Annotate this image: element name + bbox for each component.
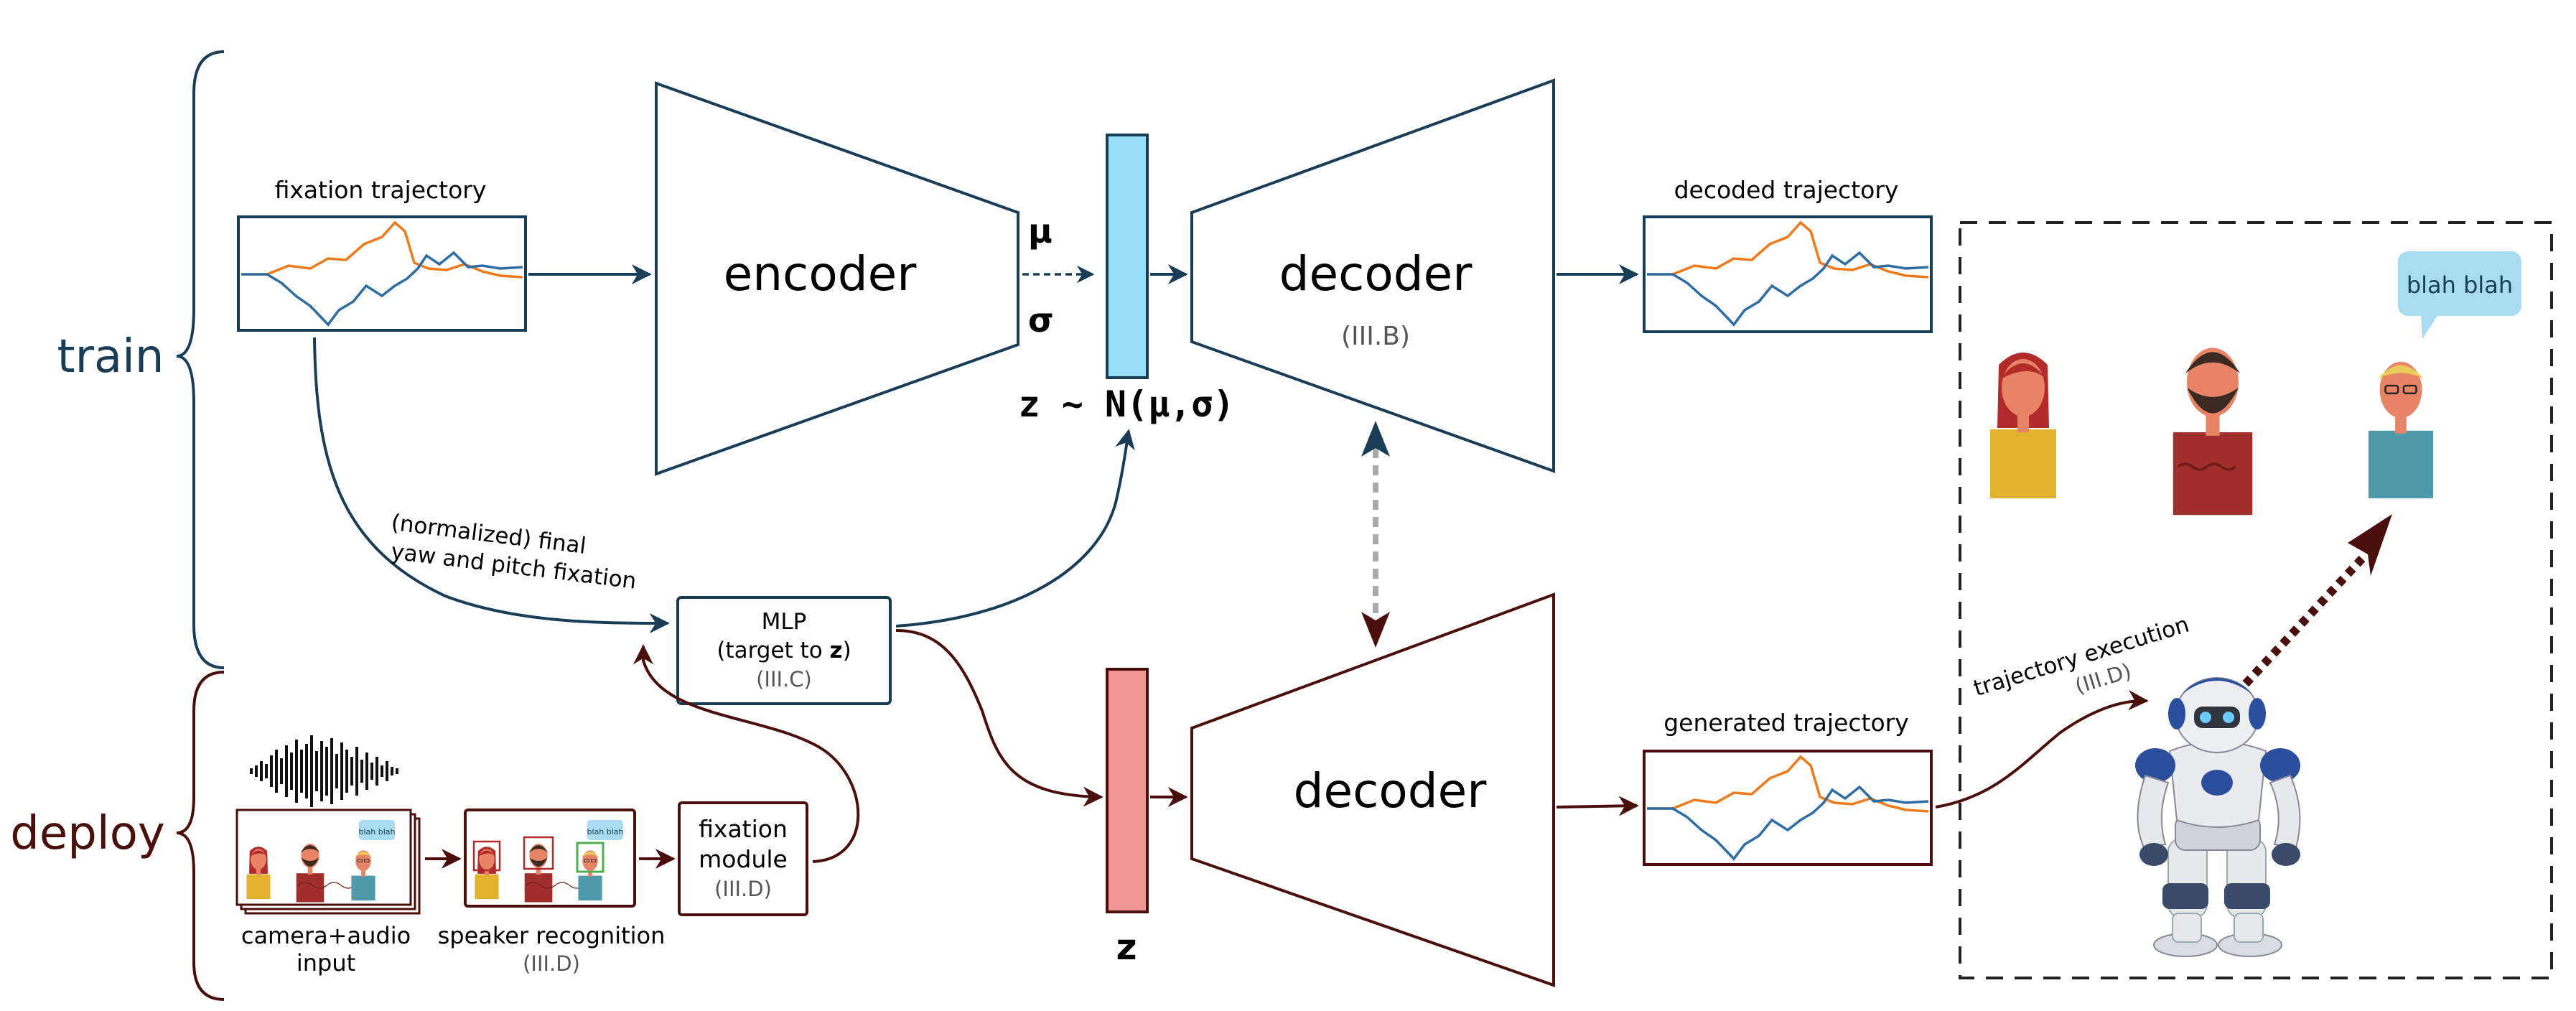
- train-brace: [176, 50, 225, 669]
- decoded-trajectory-plot: [1647, 220, 1929, 327]
- deploy-phase-label: deploy: [10, 807, 164, 860]
- glasses-man-icon: [2368, 361, 2434, 498]
- robot-gaze-arrow: [2223, 555, 2366, 707]
- woman-icon: [1990, 353, 2056, 498]
- decoder-to-generated-arrow: [1556, 796, 1639, 816]
- speaker-recognition-people: blah blah: [472, 820, 624, 903]
- robot-scene-frame: [1959, 221, 2553, 979]
- mlp-ref: (III.C): [756, 667, 812, 691]
- fixation-trajectory-label: fixation trajectory: [275, 176, 487, 204]
- encoder-label: encoder: [724, 246, 918, 302]
- active-speaker-box: [576, 842, 605, 873]
- trajectory-execution-arrow: [1935, 690, 2149, 809]
- robot-gaze-arrowhead: [2348, 514, 2392, 576]
- sigma-label: σ: [1028, 301, 1054, 340]
- decoder-label-train: decoder: [1279, 246, 1473, 302]
- mlp-subtitle: (target to z): [717, 638, 851, 663]
- mini-speech-bubble: blah blah: [587, 820, 624, 840]
- fixation-trajectory-box: [237, 215, 527, 332]
- trajectory-curve-pitch: [1647, 251, 1929, 327]
- latent-distribution-label: z ~ N(μ,σ): [1018, 383, 1234, 425]
- train-phase-label: train: [57, 330, 164, 383]
- speech-bubble-text: blah blah: [2407, 271, 2513, 299]
- robot-icon: [2135, 677, 2301, 957]
- mlp-title: MLP: [762, 609, 807, 635]
- mlp-subtitle-z: z: [830, 638, 843, 663]
- bearded-man-icon: [296, 844, 356, 903]
- fixation-to-mlp-arrow: [633, 644, 860, 863]
- camera-label-line1: camera+audio: [241, 922, 411, 949]
- speaker-recognition-label: speaker recognition: [438, 922, 666, 949]
- latent-vector-train: [1106, 134, 1149, 379]
- decoder-block-deploy: [1190, 592, 1555, 987]
- weight-sharing-arrowhead-down: [1361, 612, 1390, 648]
- mini-speech-bubble-text: blah blah: [587, 827, 624, 837]
- decoded-trajectory-box: [1643, 215, 1933, 333]
- camera-label-line2: input: [297, 949, 355, 977]
- generated-trajectory-label: generated trajectory: [1663, 709, 1909, 737]
- fixation-module-ref: (III.D): [714, 877, 772, 901]
- generated-trajectory-plot: [1647, 755, 1929, 861]
- glasses-man-icon: [351, 850, 375, 901]
- mu-label: μ: [1028, 212, 1053, 251]
- weight-sharing-arrowhead-up: [1361, 421, 1390, 457]
- fixation-trajectory-plot: [241, 220, 523, 327]
- latent-deploy-label: z: [1116, 926, 1137, 968]
- final-fixation-curve-arrow: [313, 337, 670, 633]
- mlp-box: [676, 596, 892, 705]
- mini-speech-bubble-text: blah blah: [359, 827, 396, 837]
- deploy-brace: [176, 671, 225, 1001]
- fixation-module-line2: module: [699, 845, 788, 873]
- scene-people: [1990, 348, 2434, 516]
- decoder-block-train: [1190, 78, 1555, 473]
- generated-trajectory-box: [1643, 750, 1933, 866]
- trajectory-curve-pitch: [241, 251, 523, 327]
- bearded-man-icon: [524, 844, 584, 903]
- fixation-module-box: [678, 801, 808, 916]
- encoder-block: [655, 81, 1019, 476]
- woman-icon: [475, 847, 499, 900]
- fixation-module-line1: fixation: [699, 815, 788, 843]
- mini-speech-bubble: blah blah: [359, 820, 396, 840]
- decoded-trajectory-label: decoded trajectory: [1674, 176, 1899, 204]
- camera-people: blah blah: [246, 820, 396, 903]
- decoder-label-deploy: decoder: [1294, 763, 1488, 819]
- woman-icon: [246, 847, 271, 900]
- mlp-to-latent-train-arrow: [895, 429, 1135, 628]
- face-box: [523, 836, 554, 870]
- mlp-subtitle-prefix: (target to: [717, 638, 829, 663]
- glasses-man-icon: [578, 850, 602, 901]
- speech-bubble: blah blah: [2398, 251, 2521, 339]
- trajectory-curve-pitch: [1647, 785, 1929, 861]
- latent-vector-deploy: [1106, 668, 1149, 913]
- mlp-subtitle-suffix: ): [843, 638, 851, 663]
- decoder-ref-train: (III.B): [1341, 322, 1410, 351]
- mlp-to-latent-deploy-arrow: [895, 629, 1103, 807]
- speaker-recognition-ref: (III.D): [523, 951, 580, 976]
- face-box: [472, 840, 501, 872]
- audio-waveform-icon: [250, 735, 398, 807]
- bearded-man-icon: [2173, 348, 2253, 516]
